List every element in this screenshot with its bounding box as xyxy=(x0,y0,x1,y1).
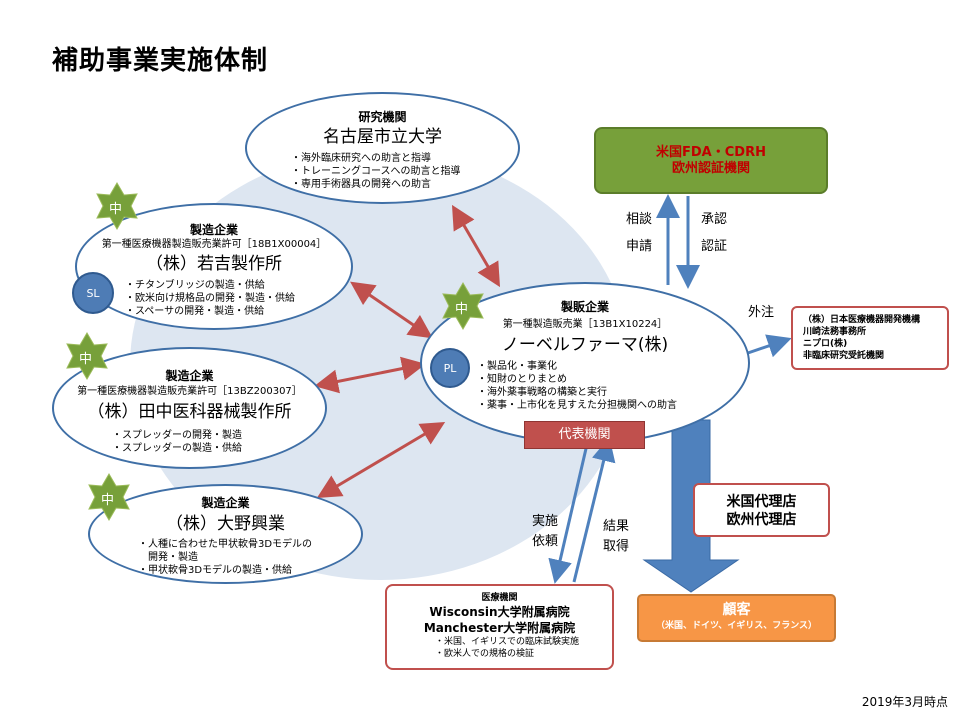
arrow-tanaka-novel xyxy=(314,356,426,394)
tanaka-name: （株）田中医科器械製作所 xyxy=(87,402,292,422)
fda-box: 米国FDA・CDRH 欧州認証機関 xyxy=(594,127,828,194)
ono-bullets: 人種に合わせた甲状軟骨3Dモデルの 開発・製造 甲状軟骨3Dモデルの製造・供給 xyxy=(138,538,312,577)
customer-sub: （米国、ドイツ、イギリス、フランス） xyxy=(655,621,818,631)
novel-name: ノーベルファーマ(株) xyxy=(501,335,669,355)
outsource-line-2: 川崎法務事務所 xyxy=(803,327,867,337)
medical-category: 医療機関 xyxy=(481,593,518,603)
star-icon-tanaka xyxy=(66,332,108,380)
novel-license: 第一種製造販売業［13B1X10224］ xyxy=(502,319,668,330)
wakayoshi-license: 第一種医療機器製造販売業許可［18B1X00004］ xyxy=(101,239,327,250)
ono-name: （株）大野興業 xyxy=(166,514,285,534)
wakayoshi-category: 製造企業 xyxy=(189,223,238,237)
arrow-research-novel xyxy=(451,204,501,288)
ono-category: 製造企業 xyxy=(201,496,250,510)
outsource-line-3: ニプロ(株) xyxy=(803,339,848,349)
star-label-tanaka: 中 xyxy=(79,352,93,367)
tanaka-license: 第一種医療機器製造販売業許可［13BZ200307］ xyxy=(77,386,302,397)
label-result-1: 結果 xyxy=(603,519,630,534)
page-title: 補助事業実施体制 xyxy=(52,46,269,76)
label-implement-1: 実施 xyxy=(532,514,559,529)
arrow-wakayoshi-novel xyxy=(350,281,433,339)
fda-line1: 米国FDA・CDRH xyxy=(656,145,766,160)
representative-badge: 代表機関 xyxy=(524,421,645,449)
outsource-box: （株）日本医療機器開発機構 川崎法務事務所 ニプロ(株) 非臨床研究受託機関 xyxy=(791,306,949,370)
medical-bullets: 米国、イギリスでの臨床試験実施 欧米人での規格の検証 xyxy=(387,636,612,660)
research-institution: 研究機関 名古屋市立大学 海外臨床研究への助言と指導 トレーニングコースへの助言… xyxy=(245,92,520,204)
research-bullets: 海外臨床研究への助言と指導 トレーニングコースへの助言と指導 専用手術器具の開発… xyxy=(291,152,461,191)
agents-line1: 米国代理店 xyxy=(726,494,797,510)
outsource-line-4: 非臨床研究受託機関 xyxy=(803,351,885,361)
fda-line2: 欧州認証機関 xyxy=(671,161,750,176)
customer-name: 顧客 xyxy=(722,602,751,618)
medical-line2: Manchester大学附属病院 xyxy=(423,621,576,635)
customer-box: 顧客 （米国、ドイツ、イギリス、フランス） xyxy=(637,594,836,642)
medical-line1: Wisconsin大学附属病院 xyxy=(429,605,570,619)
label-implement-2: 依頼 xyxy=(532,534,559,549)
label-consult: 相談 xyxy=(626,212,653,227)
novel-category: 製販企業 xyxy=(560,300,609,314)
arrow-outsource xyxy=(741,334,792,358)
footnote-date: 2019年3月時点 xyxy=(861,695,948,709)
wakayoshi-company: 製造企業 第一種医療機器製造販売業許可［18B1X00004］ （株）若吉製作所… xyxy=(75,203,353,330)
ono-company: 製造企業 （株）大野興業 人種に合わせた甲状軟骨3Dモデルの 開発・製造 甲状軟… xyxy=(88,484,363,584)
label-result-2: 取得 xyxy=(603,539,630,554)
research-name: 名古屋市立大学 xyxy=(323,127,442,147)
star-icon-ono xyxy=(88,473,130,521)
star-label-novel: 中 xyxy=(455,302,469,317)
sl-badge: SL xyxy=(72,272,114,314)
label-certify: 認証 xyxy=(701,239,728,254)
star-label-wakayoshi: 中 xyxy=(109,202,123,217)
label-approve: 承認 xyxy=(701,212,728,227)
tanaka-category: 製造企業 xyxy=(165,369,214,383)
label-apply: 申請 xyxy=(626,239,653,254)
wakayoshi-name: （株）若吉製作所 xyxy=(146,254,282,274)
star-icon-novel xyxy=(442,282,484,330)
agents-box: 米国代理店 欧州代理店 xyxy=(693,483,830,537)
label-outsource: 外注 xyxy=(748,305,775,320)
arrow-from-medical xyxy=(572,437,616,583)
arrow-to-customer xyxy=(642,419,740,593)
novel-bullets: 製品化・事業化 知財のとりまとめ 海外薬事戦略の構築と実行 薬事・上市化を見すえ… xyxy=(477,360,677,412)
tanaka-bullets: スプレッダーの開発・製造 スプレッダーの製造・供給 xyxy=(112,429,242,455)
research-category: 研究機関 xyxy=(358,110,407,124)
medical-box: 医療機関 Wisconsin大学附属病院 Manchester大学附属病院 米国… xyxy=(385,584,614,670)
arrow-ono-novel xyxy=(316,421,446,499)
star-label-ono: 中 xyxy=(101,493,115,508)
arrow-to-medical xyxy=(548,439,590,584)
agents-line2: 欧州代理店 xyxy=(726,512,797,528)
wakayoshi-bullets: チタンブリッジの製造・供給 欧米向け規格品の開発・製造・供給 スペーサの開発・製… xyxy=(125,279,295,318)
star-icon-wakayoshi xyxy=(96,182,138,230)
outsource-line-1: （株）日本医療機器開発機構 xyxy=(803,315,921,325)
pl-badge: PL xyxy=(430,348,470,388)
